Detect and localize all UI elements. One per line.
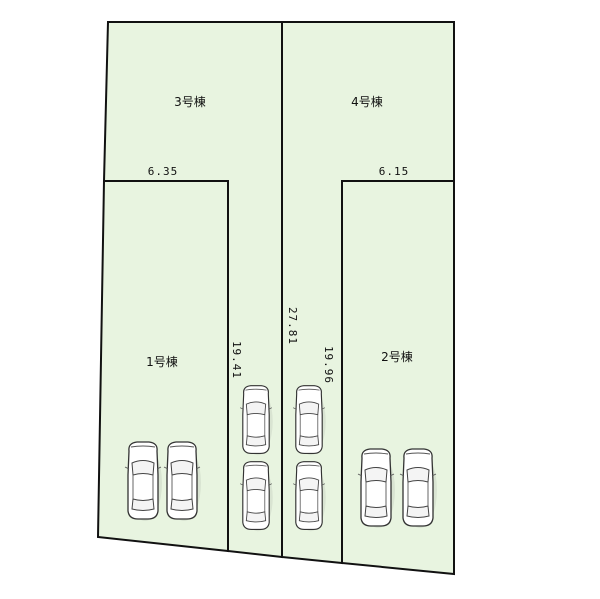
car-icon [292, 385, 327, 456]
car-icon [124, 441, 163, 522]
lot-2-label: 2号棟 [381, 349, 413, 364]
lot-2-depth-dimension: 19.96 [322, 346, 335, 384]
car-icon [292, 461, 327, 532]
car-icon [239, 385, 274, 456]
lot-1-depth-dimension: 19.41 [230, 341, 243, 379]
car-icon [399, 448, 438, 529]
car-icon [357, 448, 396, 529]
lot-2-area [341, 180, 455, 576]
lot-3-label: 3号棟 [174, 94, 206, 109]
lot-1-label: 1号棟 [146, 354, 178, 369]
lot-4-depth-dimension: 27.81 [286, 307, 299, 345]
lot-4-frontage-dimension: 6.15 [379, 165, 410, 178]
car-icon [163, 441, 202, 522]
lot-4-label: 4号棟 [351, 94, 383, 109]
car-icon [239, 461, 274, 532]
lot-3-frontage-dimension: 6.35 [148, 165, 179, 178]
